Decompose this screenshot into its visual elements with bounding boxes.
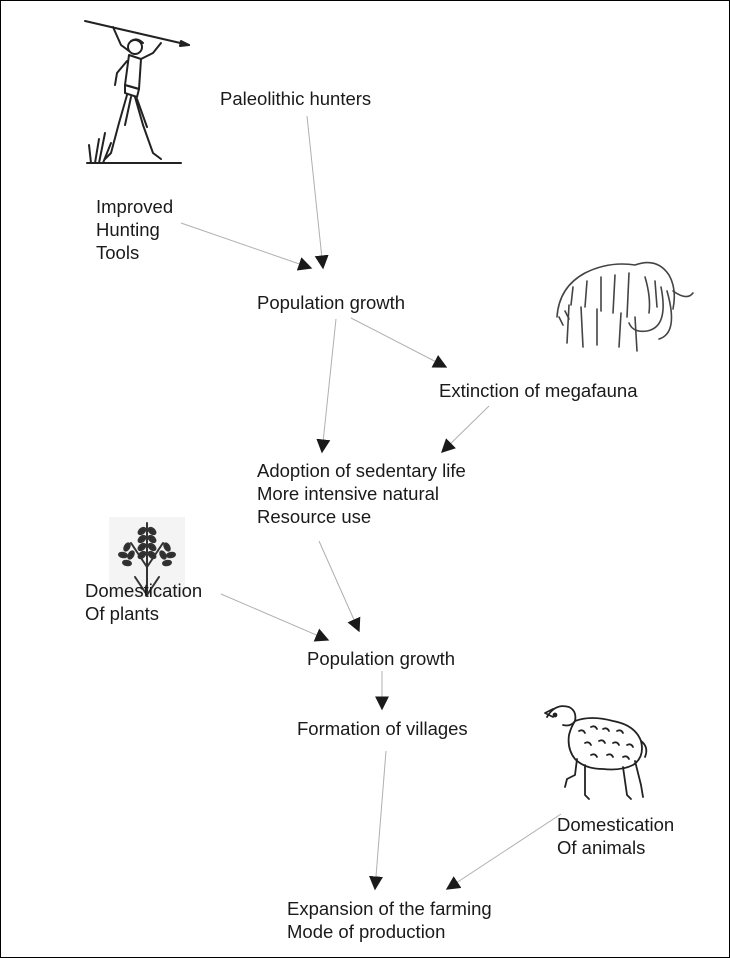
node-formation-of-villages: Formation of villages: [297, 717, 468, 740]
node-line: More intensive natural: [257, 483, 440, 504]
node-line: Paleolithic hunters: [220, 88, 372, 109]
node-improved-hunting-tools: Improved Hunting Tools: [96, 195, 173, 264]
node-line: Formation of villages: [297, 718, 468, 739]
wheat-illustration: [109, 517, 185, 597]
edge-popgrowth1-to-extinction: [350, 317, 448, 368]
edge-paleolithic-to-popgrowth1: [306, 115, 329, 270]
edge-domanimals-to-expansion: [445, 813, 562, 890]
edge-popgrowth1-to-sedentary: [316, 318, 337, 454]
node-line: Resource use: [257, 506, 372, 527]
hunter-illustration: [84, 20, 190, 164]
node-line: Of plants: [85, 603, 160, 624]
node-line: Tools: [96, 242, 140, 263]
node-line: Adoption of sedentary life: [257, 460, 466, 481]
node-extinction-of-megafauna: Extinction of megafauna: [439, 379, 638, 402]
node-line: Extinction of megafauna: [439, 380, 638, 401]
node-line: Population growth: [257, 292, 406, 313]
node-line: Of animals: [557, 837, 646, 858]
node-line: Domestication: [557, 814, 675, 835]
mammoth-illustration: [556, 261, 694, 352]
edge-domplants-to-popgrowth2: [220, 593, 330, 642]
node-line: Population growth: [307, 648, 456, 669]
edge-extinction-to-sedentary: [440, 405, 490, 453]
node-domestication-of-plants: Domestication Of plants: [85, 579, 202, 625]
node-adoption-of-sedentary-life: Adoption of sedentary life More intensiv…: [257, 459, 466, 528]
node-expansion-of-farming: Expansion of the farming Mode of product…: [287, 897, 492, 943]
node-domestication-of-animals: Domestication Of animals: [557, 813, 674, 859]
node-line: Domestication: [85, 580, 203, 601]
edge-sedentary-to-popgrowth2: [318, 540, 361, 633]
node-paleolithic-hunters: Paleolithic hunters: [220, 87, 371, 110]
edge-villages-to-expansion: [369, 750, 387, 891]
node-population-growth-1: Population growth: [257, 291, 405, 314]
node-line: Mode of production: [287, 921, 446, 942]
node-line: Improved: [96, 196, 174, 217]
edge-tools-to-popgrowth1: [180, 222, 313, 271]
node-line: Expansion of the farming: [287, 898, 492, 919]
sheep-illustration: [544, 705, 648, 800]
node-line: Hunting: [96, 219, 160, 240]
node-population-growth-2: Population growth: [307, 647, 455, 670]
